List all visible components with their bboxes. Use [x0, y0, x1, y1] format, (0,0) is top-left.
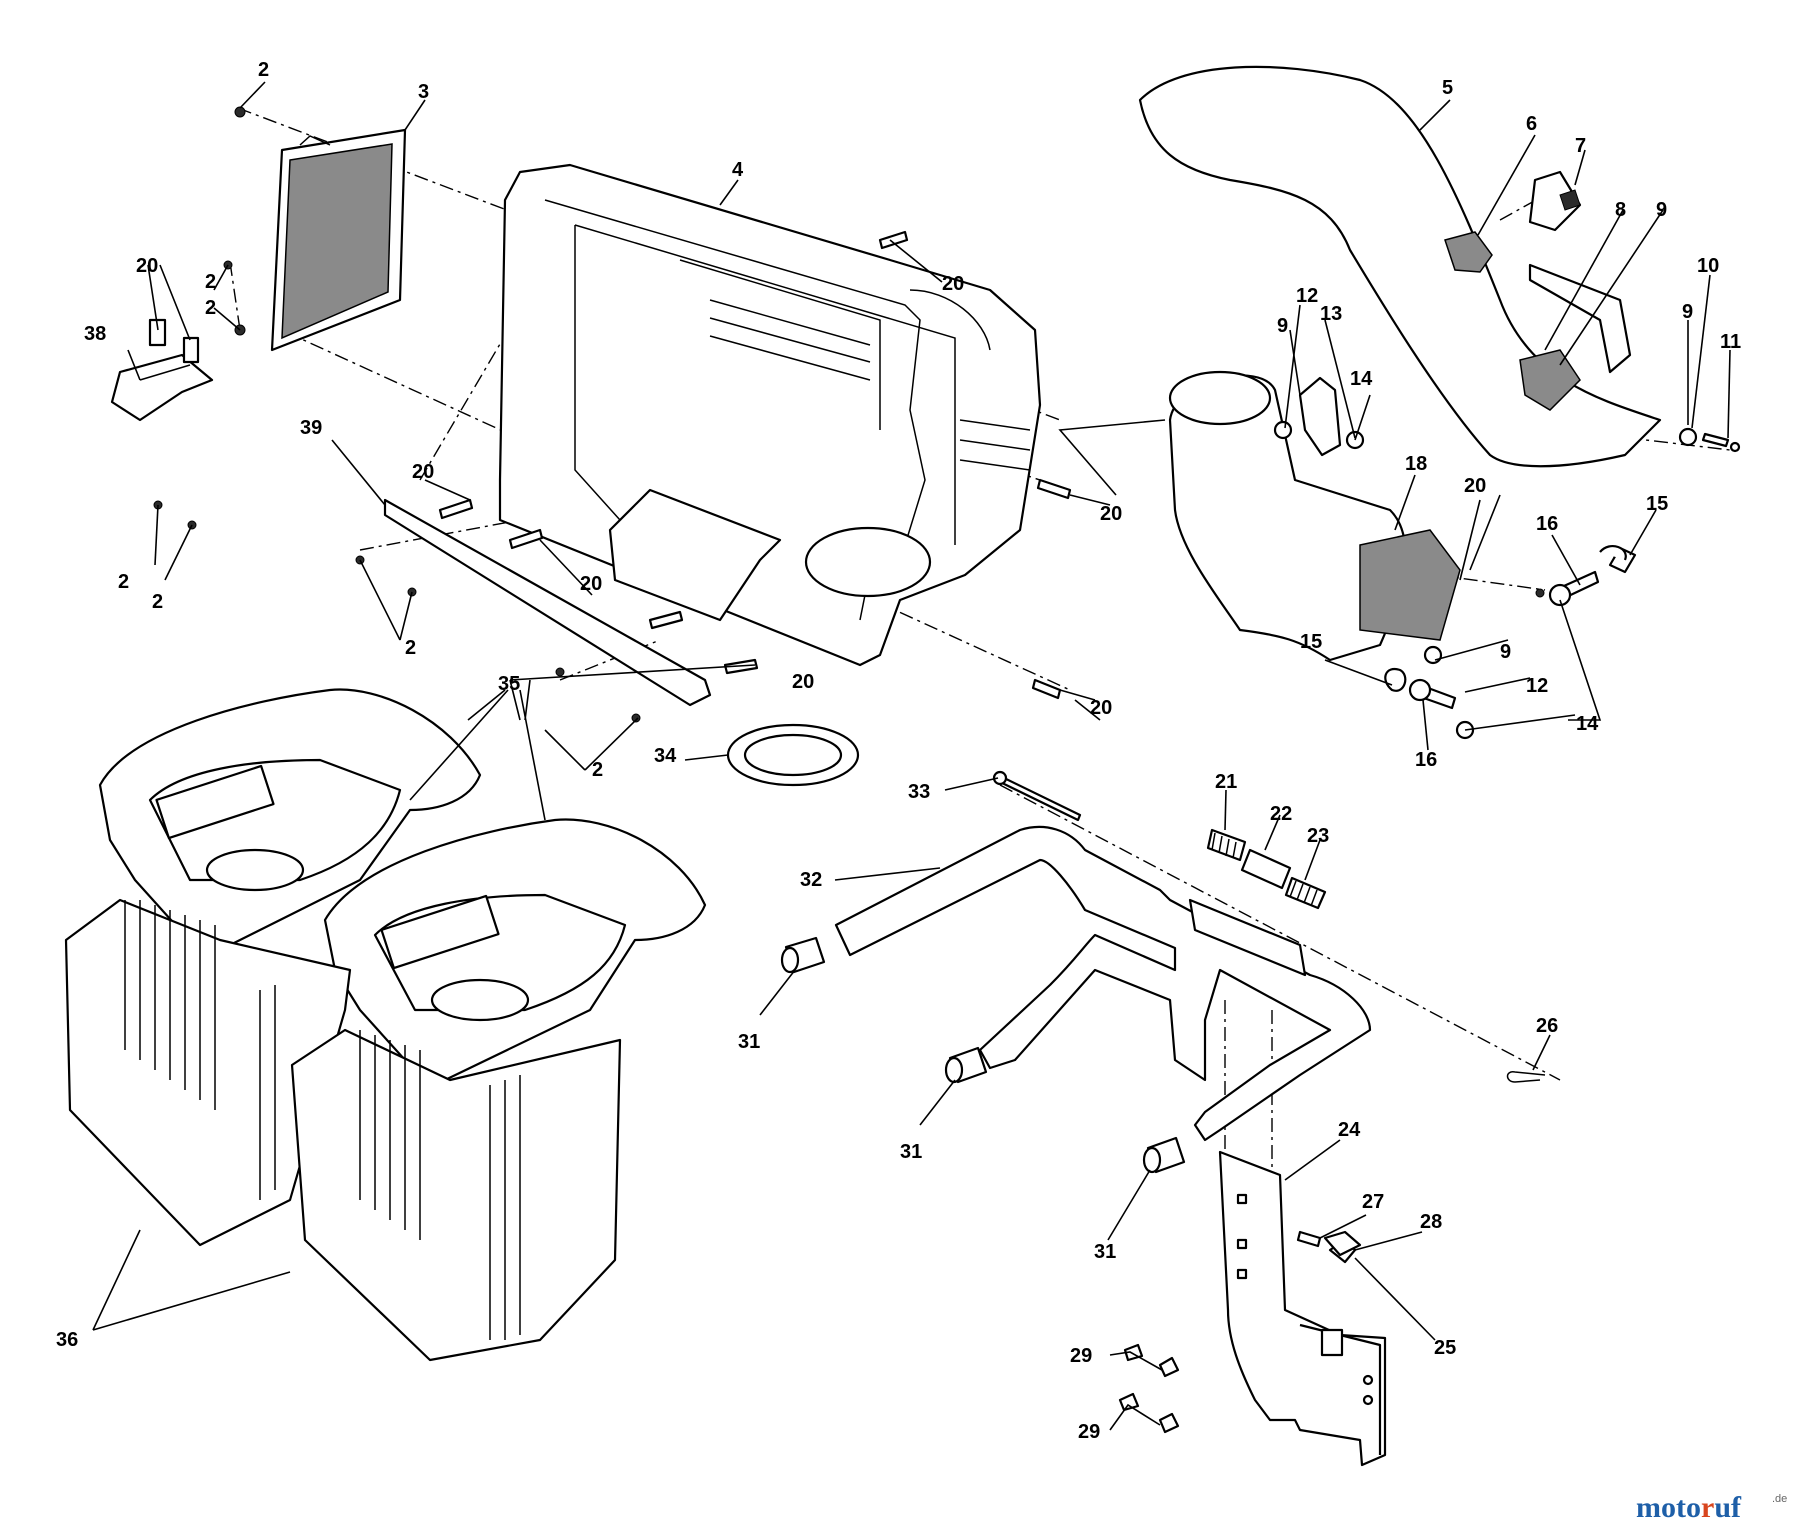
callout-38: 38	[84, 323, 106, 345]
callout-20-a: 20	[942, 273, 964, 295]
callout-16-b: 16	[1415, 749, 1437, 771]
watermark-logo: motoruf .de	[1636, 1491, 1787, 1524]
callout-2-a: 2	[258, 59, 269, 81]
callout-39: 39	[300, 417, 322, 439]
spring-left-part	[1206, 828, 1247, 862]
deflector-plate-part	[383, 498, 712, 707]
lever-part	[1298, 376, 1342, 457]
callout-15-a: 15	[1646, 493, 1668, 515]
callout-6: 6	[1526, 113, 1537, 135]
callout-26: 26	[1536, 1015, 1558, 1037]
bag-right-part	[290, 1028, 622, 1362]
callout-31-c: 31	[1094, 1241, 1116, 1263]
callout-33: 33	[908, 781, 930, 803]
callout-20-e: 20	[1464, 475, 1486, 497]
frame-part	[834, 825, 1372, 1142]
callout-28: 28	[1420, 1211, 1442, 1233]
bolt-27-part	[1296, 1230, 1322, 1248]
callout-20-b: 20	[136, 255, 158, 277]
screws-29-part	[1118, 1343, 1180, 1434]
callout-2-e: 2	[152, 591, 163, 613]
callout-10: 10	[1697, 255, 1719, 277]
callout-9-d: 9	[1500, 641, 1511, 663]
hairpin-part	[1506, 1071, 1546, 1083]
callout-29-b: 29	[1078, 1421, 1100, 1443]
callout-2-c: 2	[205, 297, 216, 319]
callout-27: 27	[1362, 1191, 1384, 1213]
callout-20-d: 20	[1100, 503, 1122, 525]
callout-20-h: 20	[1090, 697, 1112, 719]
callout-14-a: 14	[1350, 368, 1373, 390]
callout-9-a: 9	[1656, 199, 1667, 221]
callout-15-b: 15	[1300, 631, 1322, 653]
adapter-tube-part	[1168, 370, 1461, 662]
callout-9-c: 9	[1277, 315, 1288, 337]
svg-text:motoruf: motoruf	[1636, 1491, 1742, 1524]
cap-2-part	[944, 1046, 988, 1084]
svg-text:.de: .de	[1772, 1493, 1787, 1505]
callout-18: 18	[1405, 453, 1427, 475]
callout-21: 21	[1215, 771, 1237, 793]
callout-31-b: 31	[900, 1141, 922, 1163]
clip-28-part	[1323, 1230, 1362, 1257]
callout-2-b: 2	[205, 271, 216, 293]
callout-22: 22	[1270, 803, 1292, 825]
callouts: 2 3 4 5 6 7 8 9 10 11 9 20 2 2 38 20 12 …	[56, 59, 1741, 1443]
callout-16-a: 16	[1536, 513, 1558, 535]
bracket-part	[110, 353, 214, 422]
callout-7: 7	[1575, 135, 1586, 157]
ring-part	[726, 723, 860, 787]
callout-20-f: 20	[580, 573, 602, 595]
callout-14-b: 14	[1576, 713, 1599, 735]
chute-handle-part	[1519, 263, 1632, 411]
callout-12-a: 12	[1296, 285, 1318, 307]
callout-35: 35	[498, 673, 520, 695]
bag-frame-right-part	[323, 818, 707, 1082]
callout-32: 32	[800, 869, 822, 891]
callout-24: 24	[1338, 1119, 1361, 1141]
callout-23: 23	[1307, 825, 1329, 847]
spring-right-part	[1284, 876, 1327, 910]
callout-2-d: 2	[118, 571, 129, 593]
rod-part	[992, 770, 1082, 822]
callout-2-f: 2	[405, 637, 416, 659]
bag-left-part	[64, 898, 352, 1247]
bag-frame-left-part	[98, 688, 482, 952]
bagger-housing-part	[498, 163, 1042, 667]
callout-2-g: 2	[592, 759, 603, 781]
leader-lines	[92, 81, 1731, 1431]
callout-9-b: 9	[1682, 301, 1693, 323]
callout-4: 4	[732, 159, 744, 181]
fasteners	[148, 106, 1741, 740]
latch-part	[1528, 170, 1582, 232]
callout-8: 8	[1615, 199, 1626, 221]
chute-flap-part	[1444, 231, 1493, 273]
callout-12-b: 12	[1526, 675, 1548, 697]
callout-25: 25	[1434, 1337, 1456, 1359]
callout-3: 3	[418, 81, 429, 103]
callout-20-c: 20	[412, 461, 434, 483]
callout-29-a: 29	[1070, 1345, 1092, 1367]
callout-31-a: 31	[738, 1031, 760, 1053]
callout-34: 34	[654, 745, 677, 767]
callout-13: 13	[1320, 303, 1342, 325]
mounting-bracket-part	[1218, 1150, 1387, 1467]
pin-upper-part	[1548, 570, 1600, 607]
grille-part	[270, 128, 407, 352]
callout-20-g: 20	[792, 671, 814, 693]
pin-lower-part	[1408, 678, 1457, 710]
cap-3-part	[1142, 1136, 1186, 1174]
sleeve-part	[1240, 848, 1292, 890]
callout-11: 11	[1720, 331, 1741, 353]
callout-36: 36	[56, 1329, 78, 1351]
callout-5: 5	[1442, 77, 1453, 99]
cap-1-part	[780, 936, 826, 974]
